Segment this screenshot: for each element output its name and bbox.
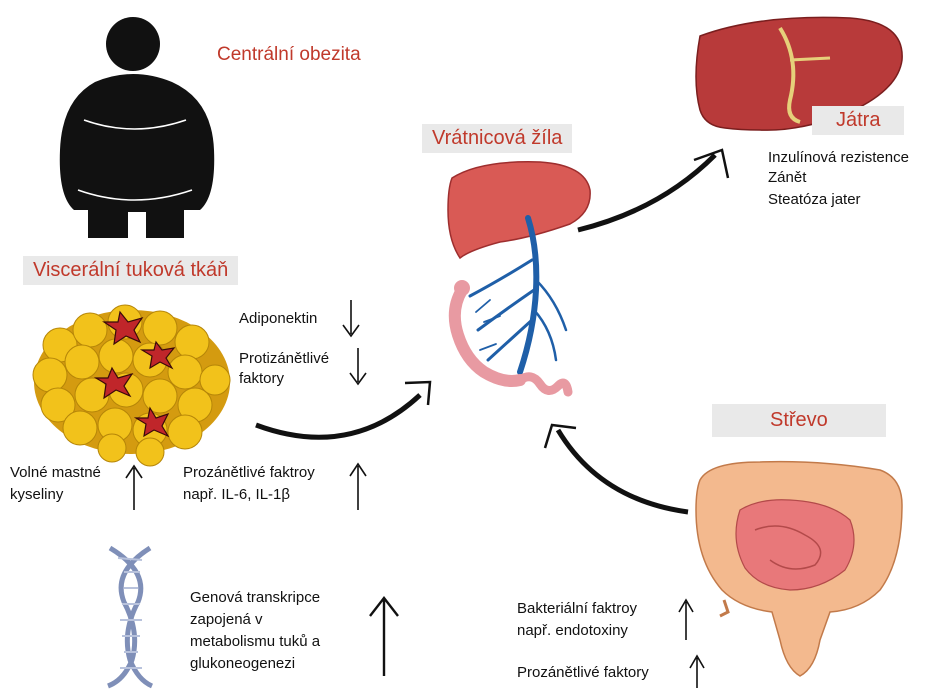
bacterial-label-line2: např. endotoxiny [517, 621, 628, 640]
portal-vein-icon [448, 162, 590, 392]
gene-label-line4: glukoneogenezi [190, 654, 295, 673]
obese-body-icon [60, 17, 214, 238]
gut-pro-inflammatory-label: Prozánětlivé faktory [517, 663, 649, 682]
pro-inflammatory-label-line2: např. IL-6, IL-1β [183, 485, 290, 504]
intestine-icon [696, 462, 902, 676]
gene-label-line1: Genová transkripce [190, 588, 320, 607]
adiponectin-label: Adiponektin [239, 309, 317, 328]
anti-inflammatory-label-line1: Protizánětlivé [239, 349, 329, 368]
gut-to-vein-arrow [558, 430, 688, 512]
ffa-label-line2: kyseliny [10, 485, 63, 504]
portal-vein-label: Vrátnicová žíla [422, 124, 572, 153]
adiponectin-down-arrow [343, 300, 359, 336]
central-obesity-label: Centrální obezita [217, 44, 361, 66]
liver-label: Játra [812, 106, 904, 135]
gene-label-line2: zapojená v [190, 610, 263, 629]
vein-to-liver-arrow [578, 155, 715, 230]
anti-inflammatory-label-line2: faktory [239, 369, 284, 388]
fat-to-vein-arrow [256, 395, 420, 437]
intestine-label: Střevo [712, 404, 886, 437]
ffa-up-arrow [126, 466, 142, 510]
vein-to-liver-arrowhead [694, 150, 728, 178]
bacterial-label-line1: Bakteriální faktroy [517, 599, 637, 618]
gene-transcription-up-arrow [370, 598, 398, 676]
gut-inflammatory-up-arrow [690, 656, 704, 688]
liver-effect-steatosis: Steatóza jater [768, 190, 861, 209]
pro-inflammatory-label-line1: Prozánětlivé faktroy [183, 463, 315, 482]
visceral-fat-label: Viscerální tuková tkáň [23, 256, 238, 285]
anti-inflammatory-down-arrow [350, 348, 366, 384]
pro-inflammatory-up-arrow [350, 464, 366, 510]
dna-icon [108, 548, 152, 686]
gene-label-line3: metabolismu tuků a [190, 632, 320, 651]
visceral-fat-icon [33, 305, 230, 466]
liver-effect-inflammation: Zánět [768, 168, 806, 187]
ffa-label-line1: Volné mastné [10, 463, 101, 482]
bacterial-up-arrow [679, 600, 693, 640]
liver-effect-insulin-resistance: Inzulínová rezistence [768, 148, 909, 167]
